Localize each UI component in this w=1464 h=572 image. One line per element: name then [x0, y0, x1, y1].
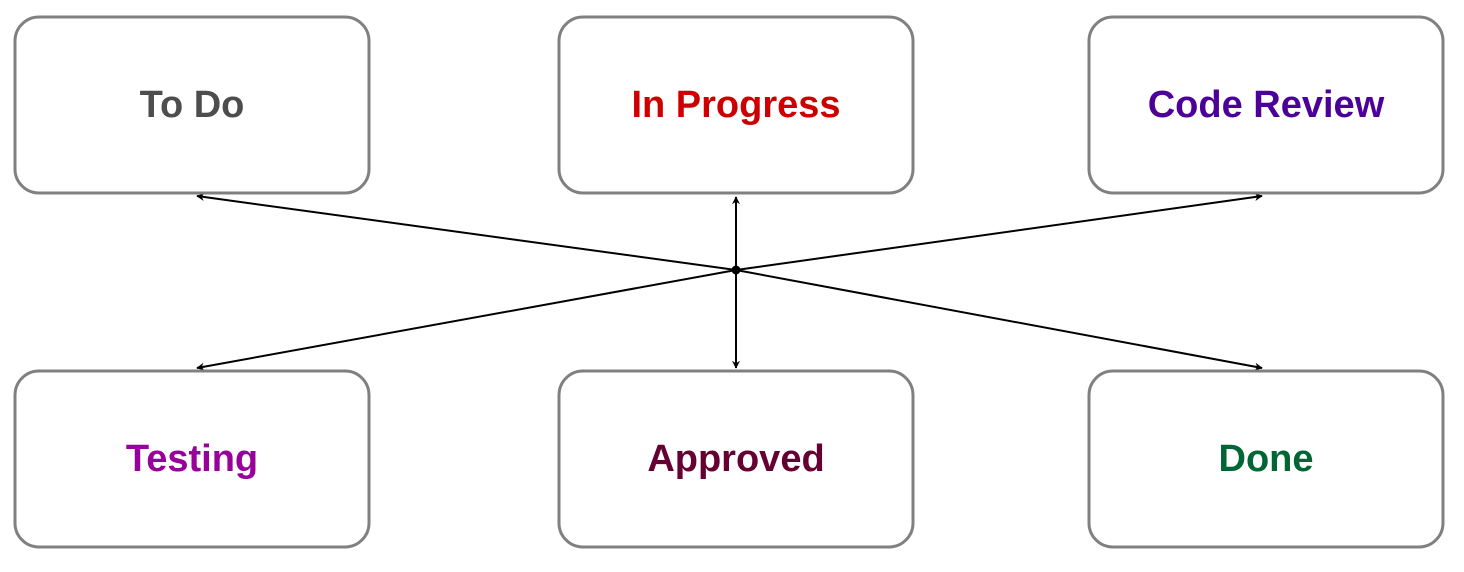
edge-hub-to-todo	[196, 193, 737, 271]
node-in-progress[interactable]: In Progress	[557, 15, 915, 195]
edge-hub-to-codereview	[735, 193, 1263, 271]
node-label-approved: Approved	[647, 438, 824, 480]
node-approved[interactable]: Approved	[557, 369, 915, 549]
node-testing[interactable]: Testing	[13, 369, 371, 549]
edge-hub-to-testing	[196, 269, 737, 371]
junction-dot	[731, 265, 741, 275]
node-box	[1087, 369, 1445, 549]
edges-group	[196, 193, 1263, 371]
node-todo[interactable]: To Do	[13, 15, 371, 195]
node-label-testing: Testing	[126, 438, 258, 480]
node-box	[557, 15, 915, 195]
edge-hub-to-done	[735, 269, 1263, 371]
node-label-in-progress: In Progress	[631, 84, 840, 126]
node-label-code-review: Code Review	[1148, 84, 1385, 126]
node-box	[557, 369, 915, 549]
node-box	[13, 369, 371, 549]
node-box	[13, 15, 371, 195]
node-code-review[interactable]: Code Review	[1087, 15, 1445, 195]
node-box	[1087, 15, 1445, 195]
node-label-done: Done	[1219, 438, 1314, 480]
node-label-todo: To Do	[140, 84, 245, 126]
node-done[interactable]: Done	[1087, 369, 1445, 549]
